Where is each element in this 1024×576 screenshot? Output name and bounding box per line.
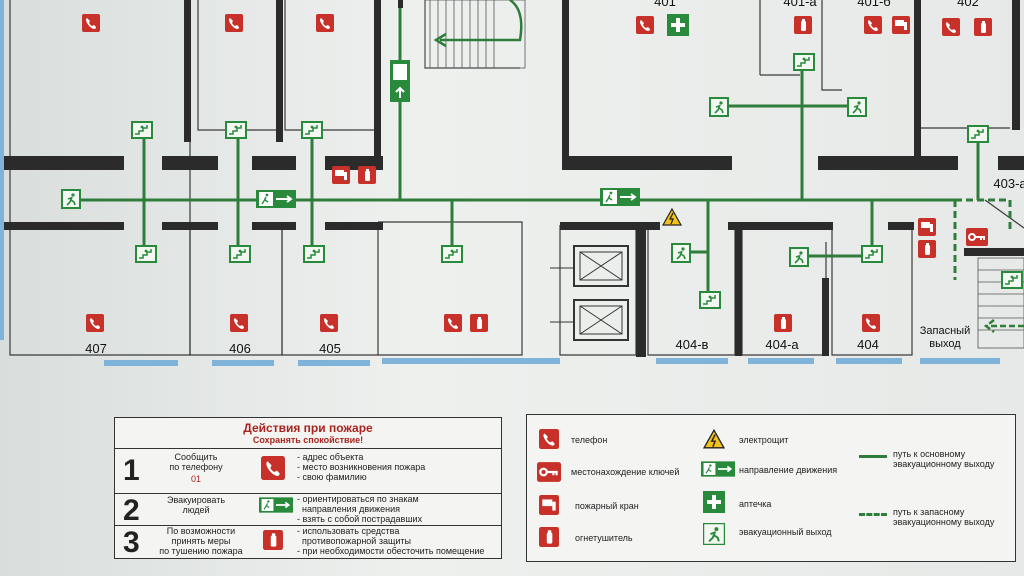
legend-label-panel: электрощит bbox=[739, 435, 789, 445]
phone-icon bbox=[261, 456, 285, 480]
key-icon bbox=[537, 462, 561, 482]
step2-left-1: Эвакуировать bbox=[166, 495, 226, 505]
extinguisher-icon bbox=[263, 530, 283, 550]
step1-left-2: по телефону bbox=[169, 462, 223, 472]
step1-right-3: - свою фамилию bbox=[297, 472, 367, 482]
windows bbox=[0, 0, 1000, 366]
exit-label-line1: Запасный bbox=[920, 325, 970, 337]
step-number-2: 2 bbox=[123, 494, 140, 527]
evacuation-routes bbox=[72, 8, 1012, 298]
fire-hose-icon bbox=[539, 495, 559, 515]
fire-actions-subtitle: Сохранять спокойствие! bbox=[252, 435, 364, 445]
room-label-407: 407 bbox=[85, 341, 107, 356]
room-label-401a: 401-а bbox=[783, 0, 817, 9]
legend-label-direction: направление движения bbox=[739, 465, 838, 475]
step1-left-1: Сообщить bbox=[174, 452, 218, 462]
legend-path-main-1: путь к основному bbox=[893, 449, 966, 459]
legend-label-extinguisher: огнетушитель bbox=[575, 533, 633, 543]
legend-path-main-2: эвакуационному выходу bbox=[893, 459, 995, 469]
step2-right-2: направления движения bbox=[297, 504, 401, 514]
step2-right-3: - взять с собой пострадавших bbox=[297, 514, 423, 524]
emergency-exit-icon bbox=[703, 523, 725, 545]
walls bbox=[0, 0, 1024, 357]
step2-right-1: - ориентироваться по знакам bbox=[297, 494, 419, 504]
first-aid-icon bbox=[703, 491, 725, 513]
step2-left-2: людей bbox=[182, 505, 210, 515]
room-label-403a: 403-а bbox=[993, 176, 1024, 191]
step3-right-1: - использовать средства bbox=[297, 526, 400, 536]
staircase-top bbox=[424, 0, 526, 69]
direction-icon bbox=[701, 461, 735, 477]
electric-panel-icon bbox=[703, 429, 725, 449]
room-label-401b: 401-б bbox=[857, 0, 890, 9]
step3-right-2: противопожарной защиты bbox=[297, 536, 411, 546]
room-label-404v: 404-в bbox=[676, 337, 709, 352]
legend-label-phone: телефон bbox=[571, 435, 608, 445]
legend-label-exit: эвакуационный выход bbox=[739, 527, 832, 537]
legend-solid-line bbox=[859, 455, 887, 458]
legend-label-first-aid: аптечка bbox=[739, 499, 772, 509]
legend-dashed-line bbox=[859, 513, 887, 516]
legend-path-reserve-2: эвакуационному выходу bbox=[893, 517, 995, 527]
legend-path-reserve-1: путь к запасному bbox=[893, 507, 965, 517]
fire-actions-title: Действия при пожаре bbox=[243, 421, 373, 435]
room-label-404a: 404-а bbox=[765, 337, 799, 352]
step3-left-3: по тушению пожара bbox=[159, 546, 243, 556]
room-label-406: 406 bbox=[229, 341, 251, 356]
room-outlines bbox=[9, 0, 1024, 356]
exit-label-line2: выход bbox=[929, 338, 961, 350]
step-number-3: 3 bbox=[123, 526, 140, 559]
legend-panel: телефон местонахождение ключей пожарный … bbox=[526, 414, 1016, 562]
room-label-401: 401 bbox=[654, 0, 676, 9]
extinguisher-icon bbox=[539, 527, 559, 547]
phone-icon bbox=[539, 429, 559, 449]
elevators bbox=[550, 245, 629, 341]
room-labels: 407 406 405 404-в 404-а 404 401 401-а 40… bbox=[85, 0, 1024, 356]
room-label-404: 404 bbox=[857, 337, 879, 352]
step3-left-1: По возможности bbox=[166, 526, 236, 536]
plan-signs bbox=[61, 12, 1023, 332]
direction-icon bbox=[259, 497, 293, 513]
step3-left-2: принять меры bbox=[171, 536, 231, 546]
room-label-402: 402 bbox=[957, 0, 979, 9]
step-number-1: 1 bbox=[123, 454, 140, 487]
step1-right-1: - адрес объекта bbox=[297, 452, 364, 462]
legend-label-key: местонахождение ключей bbox=[571, 467, 680, 477]
step3-right-3: - при необходимости обесточить помещение bbox=[297, 546, 485, 556]
step1-right-2: - место возникновения пожара bbox=[297, 462, 426, 472]
fire-actions-panel: Действия при пожаре Сохранять спокойстви… bbox=[114, 417, 502, 559]
step1-extra: 01 bbox=[190, 474, 201, 484]
room-label-405: 405 bbox=[319, 341, 341, 356]
legend-label-hose: пожарный кран bbox=[575, 501, 639, 511]
